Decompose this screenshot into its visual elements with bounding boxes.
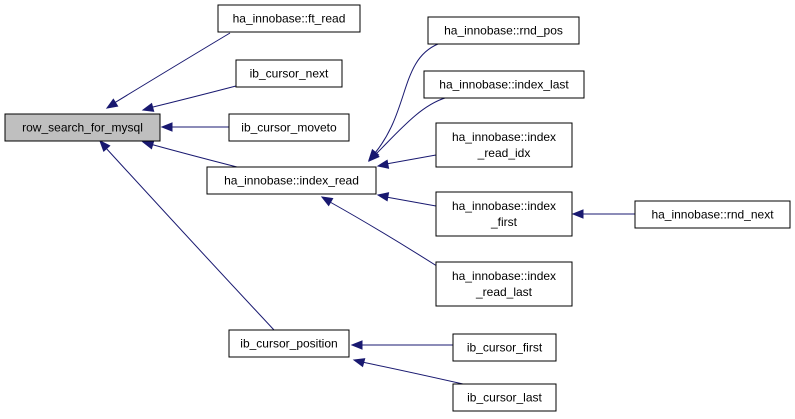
edge-ib_cursor_next-to-row_search_for_mysql — [141, 85, 237, 112]
node-box — [206, 166, 377, 195]
node-label: ha_innobase::ft_read — [233, 12, 346, 26]
edge-line — [104, 146, 275, 331]
node-box — [228, 113, 350, 142]
node-box — [235, 59, 343, 88]
edge-line — [148, 85, 237, 109]
arrowhead-icon — [141, 102, 155, 112]
edge-ib_cursor_position-to-row_search_for_mysql — [99, 139, 275, 331]
edge-index_read_last-to-index_read — [320, 196, 441, 269]
call-graph-nodes: row_search_for_mysql ha_innobase::ft_read… — [4, 4, 791, 412]
node-ib-cursor-moveto[interactable]: ib_cursor_moveto — [228, 113, 350, 142]
arrowhead-icon — [99, 139, 111, 152]
edge-index_read_idx-to-index_read — [376, 154, 437, 169]
arrowhead-icon — [376, 159, 390, 169]
edge-ib_cursor_first-to-ib_cursor_position — [350, 340, 453, 350]
node-index-read-last[interactable]: ha_innobase::index_read_last — [435, 261, 573, 307]
edge-ib_cursor_last-to-ib_cursor_position — [352, 358, 464, 385]
edge-line — [374, 97, 446, 156]
edge-line — [374, 43, 439, 154]
node-label: ib_cursor_position — [240, 337, 337, 351]
edge-line — [149, 143, 238, 168]
node-index-last[interactable]: ha_innobase::index_last — [423, 70, 585, 99]
arrowhead-icon — [141, 140, 155, 150]
node-label: ha_innobase::rnd_pos — [444, 24, 563, 38]
edge-index_read-to-row_search_for_mysql — [141, 140, 238, 168]
node-ib-cursor-position[interactable]: ib_cursor_position — [228, 329, 350, 358]
node-label: ib_cursor_moveto — [241, 121, 337, 135]
edge-ib_cursor_moveto-to-row_search_for_mysql — [160, 122, 229, 132]
arrowhead-icon — [571, 209, 584, 219]
node-label: ib_cursor_last — [467, 391, 542, 405]
node-index-first[interactable]: ha_innobase::index_first — [435, 191, 573, 237]
node-label: ha_innobase::index — [452, 199, 556, 213]
node-label: ha_innobase::index_last — [439, 78, 569, 92]
node-ib-cursor-next[interactable]: ib_cursor_next — [235, 59, 343, 88]
node-box — [217, 4, 361, 33]
node-box — [435, 122, 573, 168]
node-label: _read_idx — [477, 146, 531, 160]
edge-index_first-to-index_read — [376, 192, 437, 207]
arrowhead-icon — [376, 192, 390, 202]
node-label: ha_innobase::index_read — [224, 174, 359, 188]
edge-line — [110, 32, 231, 106]
edge-line — [385, 196, 437, 207]
edge-line — [329, 201, 441, 269]
arrowhead-icon — [352, 358, 366, 368]
node-ib-cursor-first[interactable]: ib_cursor_first — [452, 333, 557, 362]
node-row-search-for-mysql[interactable]: row_search_for_mysql — [4, 113, 161, 142]
node-box — [435, 191, 573, 237]
node-rnd-pos[interactable]: ha_innobase::rnd_pos — [427, 16, 580, 45]
edge-rnd_next-to-index_first — [571, 209, 635, 219]
node-rnd-next[interactable]: ha_innobase::rnd_next — [634, 200, 791, 229]
node-box — [4, 113, 161, 142]
node-box — [423, 70, 585, 99]
node-box — [427, 16, 580, 45]
arrowhead-icon — [320, 196, 334, 207]
arrowhead-icon — [350, 340, 363, 350]
node-index-read[interactable]: ha_innobase::index_read — [206, 166, 377, 195]
node-index-read-idx[interactable]: ha_innobase::index_read_idx — [435, 122, 573, 168]
arrowhead-icon — [105, 98, 119, 109]
call-graph-edges — [99, 32, 635, 385]
node-label: _first — [490, 215, 518, 229]
node-label: ib_cursor_first — [467, 341, 543, 355]
node-label: row_search_for_mysql — [22, 121, 143, 135]
arrowhead-icon — [368, 150, 380, 162]
node-label: ha_innobase::index — [452, 130, 556, 144]
edge-ft_read-to-row_search_for_mysql — [105, 32, 231, 109]
node-box — [452, 333, 557, 362]
edge-rnd_pos-to-index_read — [368, 43, 439, 162]
edge-index_last-to-index_read — [368, 97, 446, 162]
node-label: ha_innobase::rnd_next — [651, 208, 774, 222]
node-label: ib_cursor_next — [250, 67, 329, 81]
node-ib-cursor-last[interactable]: ib_cursor_last — [452, 383, 557, 412]
node-ft-read[interactable]: ha_innobase::ft_read — [217, 4, 361, 33]
node-label: ha_innobase::index — [452, 269, 556, 283]
edge-line — [361, 361, 464, 385]
node-box — [228, 329, 350, 358]
node-box — [435, 261, 573, 307]
node-box — [452, 383, 557, 412]
arrowhead-icon — [160, 122, 173, 132]
node-label: _read_last — [475, 285, 533, 299]
node-box — [634, 200, 791, 229]
edge-line — [385, 154, 437, 165]
